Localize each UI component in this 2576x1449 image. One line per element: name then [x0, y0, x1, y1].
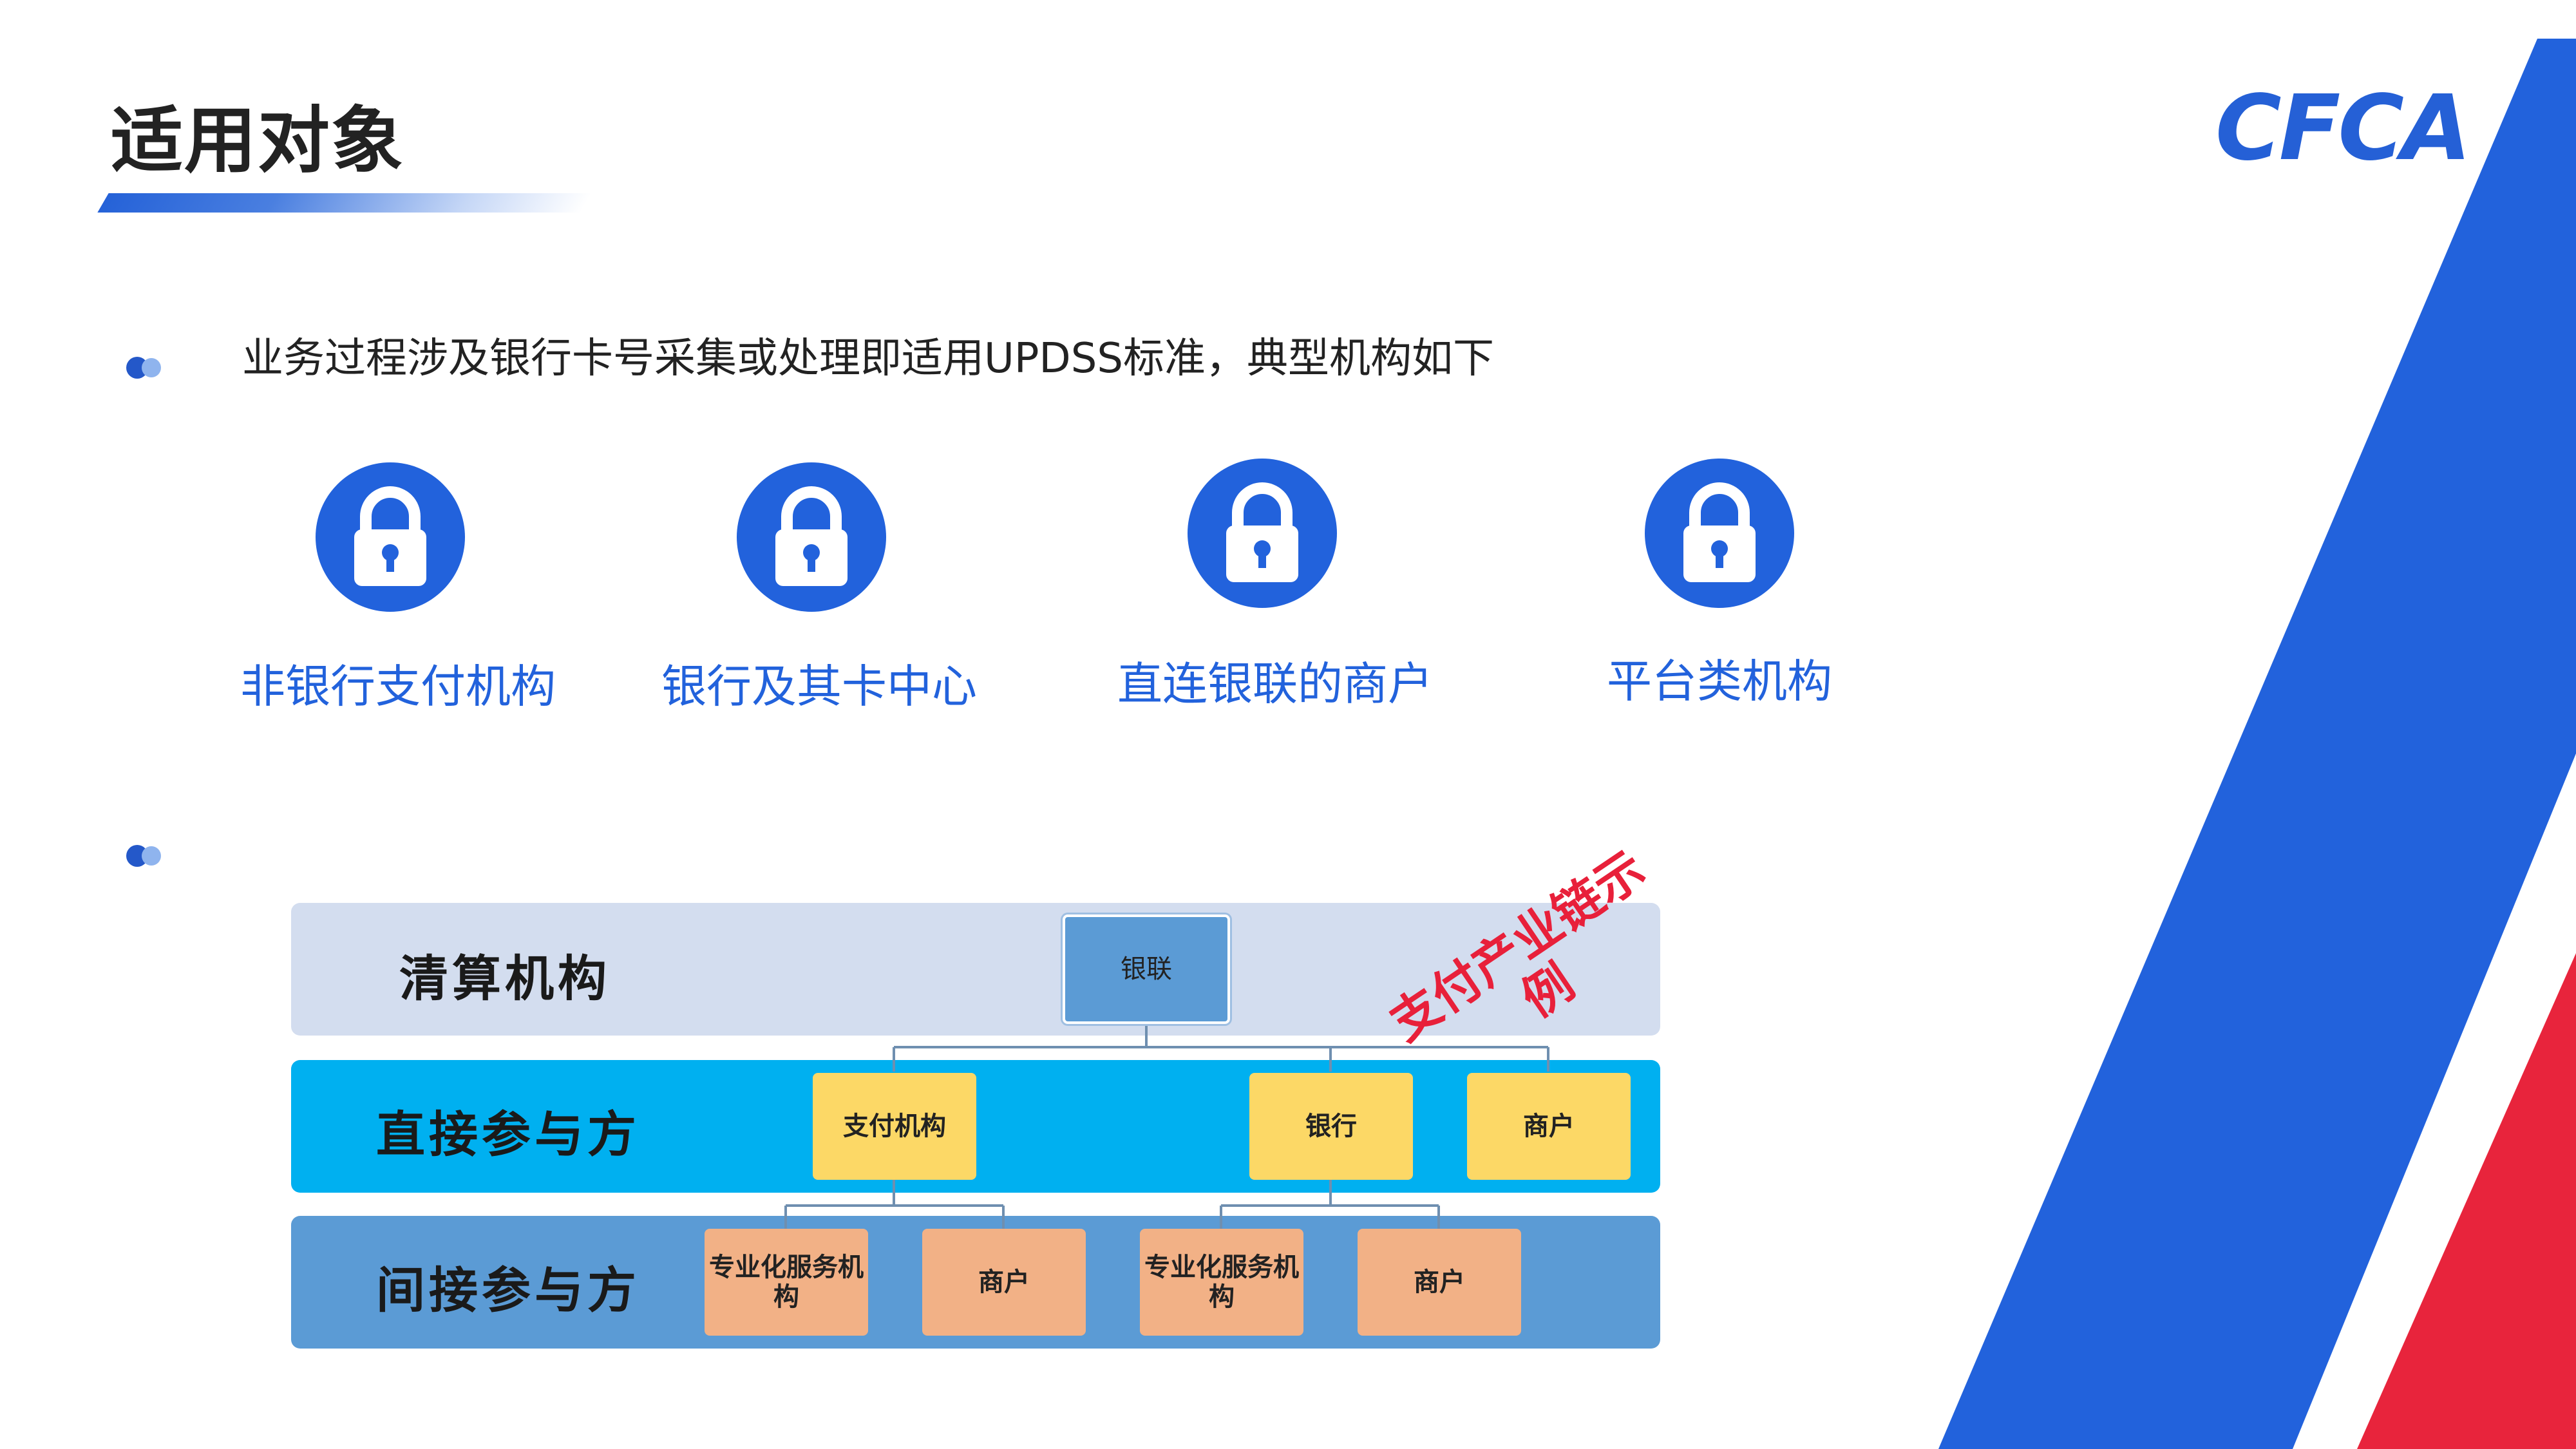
merchant-box: 商户 [1467, 1073, 1631, 1180]
intro-text: 业务过程涉及银行卡号采集或处理即适用UPDSS标准，典型机构如下 [242, 335, 1494, 383]
bank-box: 银行 [1249, 1073, 1413, 1180]
institution-label: 银行及其卡中心 [661, 660, 977, 713]
lock-icon [1645, 459, 1794, 608]
tier-label: 间接参与方 [376, 1262, 640, 1319]
page-title: 适用对象 [111, 99, 404, 183]
institution-label: 平台类机构 [1607, 655, 1832, 708]
service-provider-box: 专业化服务机构 [705, 1229, 868, 1336]
lock-icon [737, 462, 886, 612]
tier-clearing [291, 903, 1660, 1036]
cfca-logo: CFCA [2215, 76, 2471, 181]
tier-label: 清算机构 [399, 950, 611, 1007]
institution-label: 非银行支付机构 [240, 660, 556, 713]
blue-diagonal-stripe [1938, 39, 2576, 1449]
payment-institution-box: 支付机构 [813, 1073, 976, 1180]
red-diagonal-stripe [2357, 953, 2576, 1449]
bullet-icon [126, 845, 167, 867]
merchant-box: 商户 [1358, 1229, 1521, 1336]
bullet-icon [126, 357, 167, 379]
title-underline-bar [97, 193, 592, 213]
institution-label: 直连银联的商户 [1117, 658, 1433, 710]
lock-icon [316, 462, 465, 612]
lock-icon [1188, 459, 1337, 608]
merchant-box: 商户 [922, 1229, 1086, 1336]
tier-label: 直接参与方 [376, 1106, 640, 1163]
unionpay-box: 银联 [1063, 914, 1230, 1024]
service-provider-box: 专业化服务机构 [1140, 1229, 1303, 1336]
